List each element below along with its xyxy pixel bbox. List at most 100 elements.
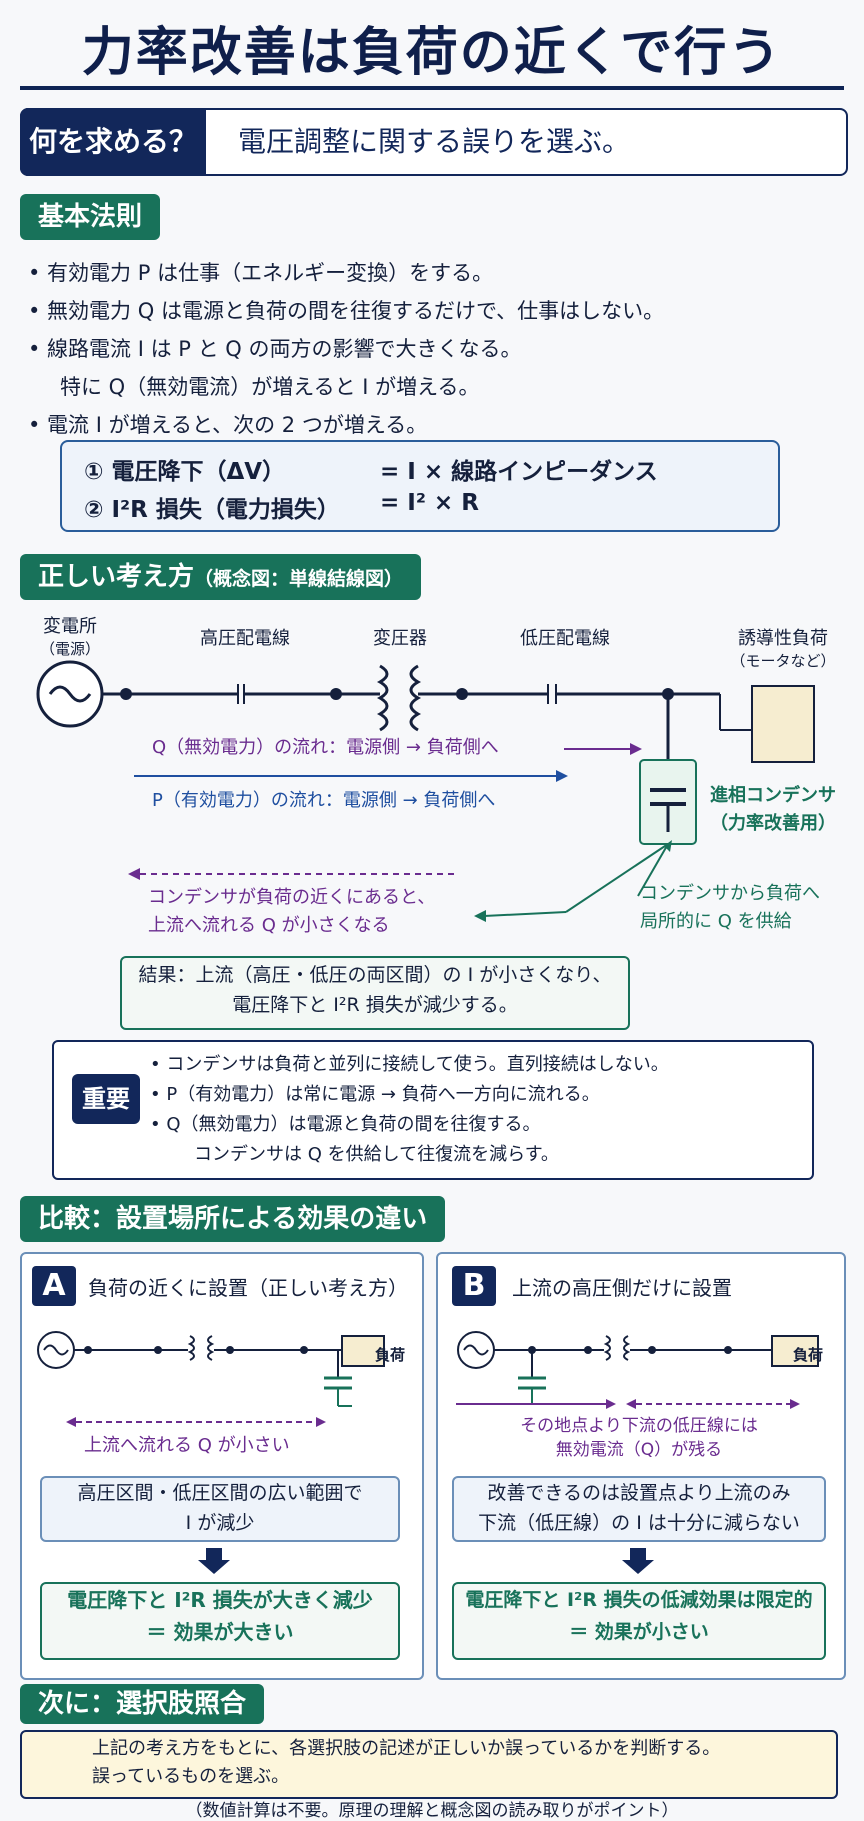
load-box (771, 1335, 819, 1367)
local-supply-arrow (565, 843, 669, 913)
transformer-coil-icon (623, 1335, 631, 1361)
important-line-4: コンデンサは Q を供給して往復流を減らす。 (194, 1144, 559, 1165)
panel-a-box1-line1: 高圧区間・低圧区間の広い範囲で (77, 1482, 363, 1504)
basic-bullets: • 有効電力 P は仕事（エネルギー変換）をする。 • 無効電力 Q は電源と負… (28, 254, 664, 444)
capacitor-sub: （力率改善用） (710, 813, 836, 834)
node-dot (330, 688, 342, 700)
panel-b-box2: 電圧降下と I²R 損失の低減効果は限定的 ＝ 効果が小さい (452, 1582, 826, 1660)
panel-a-box2-line2: ＝ 効果が大きい (146, 1620, 294, 1644)
next-heading: 次に：選択肢照合 (20, 1684, 265, 1724)
important-line-3: • Q（無効電力）は電源と負荷の間を往復する。 (150, 1114, 541, 1135)
result-line-2: 電圧降下と I²R 損失が減少する。 (232, 994, 518, 1016)
next-line-2: 誤っているものを選ぶ。 (92, 1766, 290, 1787)
panel-b-load-label: 負荷 (792, 1346, 823, 1364)
local-supply-note-1: コンデンサから負荷へ (640, 883, 820, 904)
important-line-1: • コンデンサは負荷と並列に接続して使う。直列接続はしない。 (150, 1054, 669, 1075)
panel-a-box2-line1: 電圧降下と I²R 損失が大きく減少 (67, 1588, 373, 1612)
correct-heading: 正しい考え方（概念図：単線結線図） (20, 554, 422, 600)
single-line-diagram (36, 660, 815, 922)
basic-heading: 基本法則 (20, 194, 161, 240)
node-dot (120, 688, 132, 700)
sine-wave-icon (43, 1344, 69, 1356)
formula-2-right: = I² × R (380, 490, 479, 516)
formula-2-left: ② I²R 損失（電力損失） (84, 497, 340, 523)
important-box (52, 1040, 814, 1180)
node-dot (456, 688, 468, 700)
panel-a-box2: 電圧降下と I²R 損失が大きく減少 ＝ 効果が大きい (40, 1582, 400, 1660)
question-text: 電圧調整に関する誤りを選ぶ。 (238, 125, 631, 158)
arrow-down-icon (622, 1560, 654, 1574)
basic-bullet-1: • 有効電力 P は仕事（エネルギー変換）をする。 (28, 261, 494, 285)
panel-a-letter: A (32, 1266, 76, 1306)
lv-line-label: 低圧配電線 (520, 628, 610, 649)
basic-bullet-3b: 特に Q（無効電流）が増えると I が増える。 (60, 375, 480, 399)
transformer-coil-icon (409, 664, 422, 732)
title-divider (20, 86, 844, 90)
transformer-coil-icon (187, 1335, 195, 1361)
reduced-q-note-1: コンデンサが負荷の近くにあると、 (148, 887, 436, 908)
transformer-label: 変圧器 (373, 628, 427, 649)
panel-a-box1-line2: I が減少 (185, 1512, 255, 1534)
arrow-down-icon (630, 1548, 646, 1562)
p-flow-label: P（有効電力）の流れ：電源側 → 負荷側へ (152, 790, 496, 811)
panel-b-letter: B (452, 1266, 496, 1306)
formula-1-left: ① 電圧降下（ΔV） (84, 459, 286, 485)
panel-a-diagram (37, 1331, 385, 1427)
capacitor-name: 進相コンデンサ (710, 785, 836, 806)
panel-b-flow-note: その地点より下流の低圧線には 無効電流（Q）が残る (436, 1414, 842, 1462)
next-box: 上記の考え方をもとに、各選択肢の記述が正しいか誤っているかを判断する。 誤ってい… (20, 1730, 838, 1799)
load-box (751, 685, 815, 763)
substation-label: 変電所 （電源） (30, 612, 110, 659)
substation-name: 変電所 (43, 616, 97, 637)
panel-b-box1: 改善できるのは設置点より上流のみ 下流（低圧線）の I は十分に減らない (452, 1476, 826, 1542)
basic-bullet-4: • 電流 I が増えると、次の 2 つが増える。 (28, 413, 428, 437)
result-line-1: 結果：上流（高圧・低圧の両区間）の I が小さくなり、 (138, 964, 612, 986)
panel-b-title: 上流の高圧側だけに設置 (512, 1276, 732, 1300)
load-sub: （モータなど） (730, 652, 836, 670)
panel-b-diagram (456, 1331, 819, 1409)
next-line-1: 上記の考え方をもとに、各選択肢の記述が正しいか誤っているかを判断する。 (92, 1738, 721, 1759)
panel-a-flow-note: 上流へ流れる Q が小さい (84, 1432, 290, 1460)
question-tag: 何を求める？ (20, 108, 206, 176)
compare-heading: 比較：設置場所による効果の違い (20, 1196, 446, 1242)
q-flow-label: Q（無効電力）の流れ：電源側 → 負荷側へ (152, 737, 499, 758)
important-tag: 重要 (72, 1074, 140, 1124)
reduced-q-note: コンデンサが負荷の近くにあると、 上流へ流れる Q が小さくなる (148, 884, 435, 940)
panel-b-box2-line1: 電圧降下と I²R 損失の低減効果は限定的 (465, 1589, 813, 1611)
transformer-coil-icon (376, 664, 389, 732)
page-title: 力率改善は負荷の近くで行う (81, 23, 783, 83)
panel-a-title: 負荷の近くに設置（正しい考え方） (88, 1276, 408, 1300)
substation-sub: （電源） (39, 640, 100, 658)
capacitor-label: 進相コンデンサ （力率改善用） (710, 782, 836, 838)
basic-bullet-3: • 線路電流 I は P と Q の両方の影響で大きくなる。 (28, 337, 522, 361)
load-box (341, 1335, 385, 1367)
local-supply-note-2: 局所的に Q を供給 (640, 911, 792, 932)
panel-a-box1: 高圧区間・低圧区間の広い範囲で I が減少 (40, 1476, 400, 1542)
load-label: 誘導性負荷 （モータなど） (718, 624, 848, 671)
sine-wave-icon (463, 1344, 489, 1356)
basic-bullet-2: • 無効電力 Q は電源と負荷の間を往復するだけで、仕事はしない。 (28, 299, 665, 323)
arrow-down-icon (198, 1560, 230, 1574)
reduced-q-note-2: 上流へ流れる Q が小さくなる (148, 915, 390, 936)
local-supply-note: コンデンサから負荷へ 局所的に Q を供給 (640, 880, 820, 936)
panel-b-box1-line2: 下流（低圧線）の I は十分に減らない (478, 1512, 800, 1534)
arrow-down-icon (206, 1548, 222, 1562)
sine-wave-icon (48, 685, 92, 703)
panel-a-load-label: 負荷 (374, 1346, 405, 1364)
important-line-2: • P（有効電力）は常に電源 → 負荷へ一方向に流れる。 (150, 1084, 600, 1105)
hv-line-label: 高圧配電線 (200, 628, 290, 649)
result-box: 結果：上流（高圧・低圧の両区間）の I が小さくなり、 電圧降下と I²R 損失… (120, 956, 630, 1030)
correct-heading-main: 正しい考え方 (38, 562, 195, 592)
footnote: （数値計算は不要。原理の理解と概念図の読み取りがポイント） (185, 1801, 679, 1821)
correct-heading-sub: （概念図：単線結線図） (194, 568, 404, 590)
load-name: 誘導性負荷 (738, 628, 828, 649)
panel-b-flow-note-2: 無効電流（Q）が残る (555, 1440, 723, 1460)
transformer-coil-icon (207, 1335, 215, 1361)
important-text: • コンデンサは負荷と並列に接続して使う。直列接続はしない。 • P（有効電力）… (150, 1050, 669, 1170)
formula-1-right: = I × 線路インピーダンス (380, 459, 658, 485)
panel-b-flow-note-1: その地点より下流の低圧線には (520, 1416, 758, 1436)
panel-b-box2-line2: ＝ 効果が小さい (569, 1621, 709, 1643)
panel-b-box1-line1: 改善できるのは設置点より上流のみ (487, 1482, 791, 1504)
transformer-coil-icon (603, 1335, 611, 1361)
formula-box: ① 電圧降下（ΔV） = I × 線路インピーダンス ② I²R 損失（電力損失… (60, 440, 780, 532)
